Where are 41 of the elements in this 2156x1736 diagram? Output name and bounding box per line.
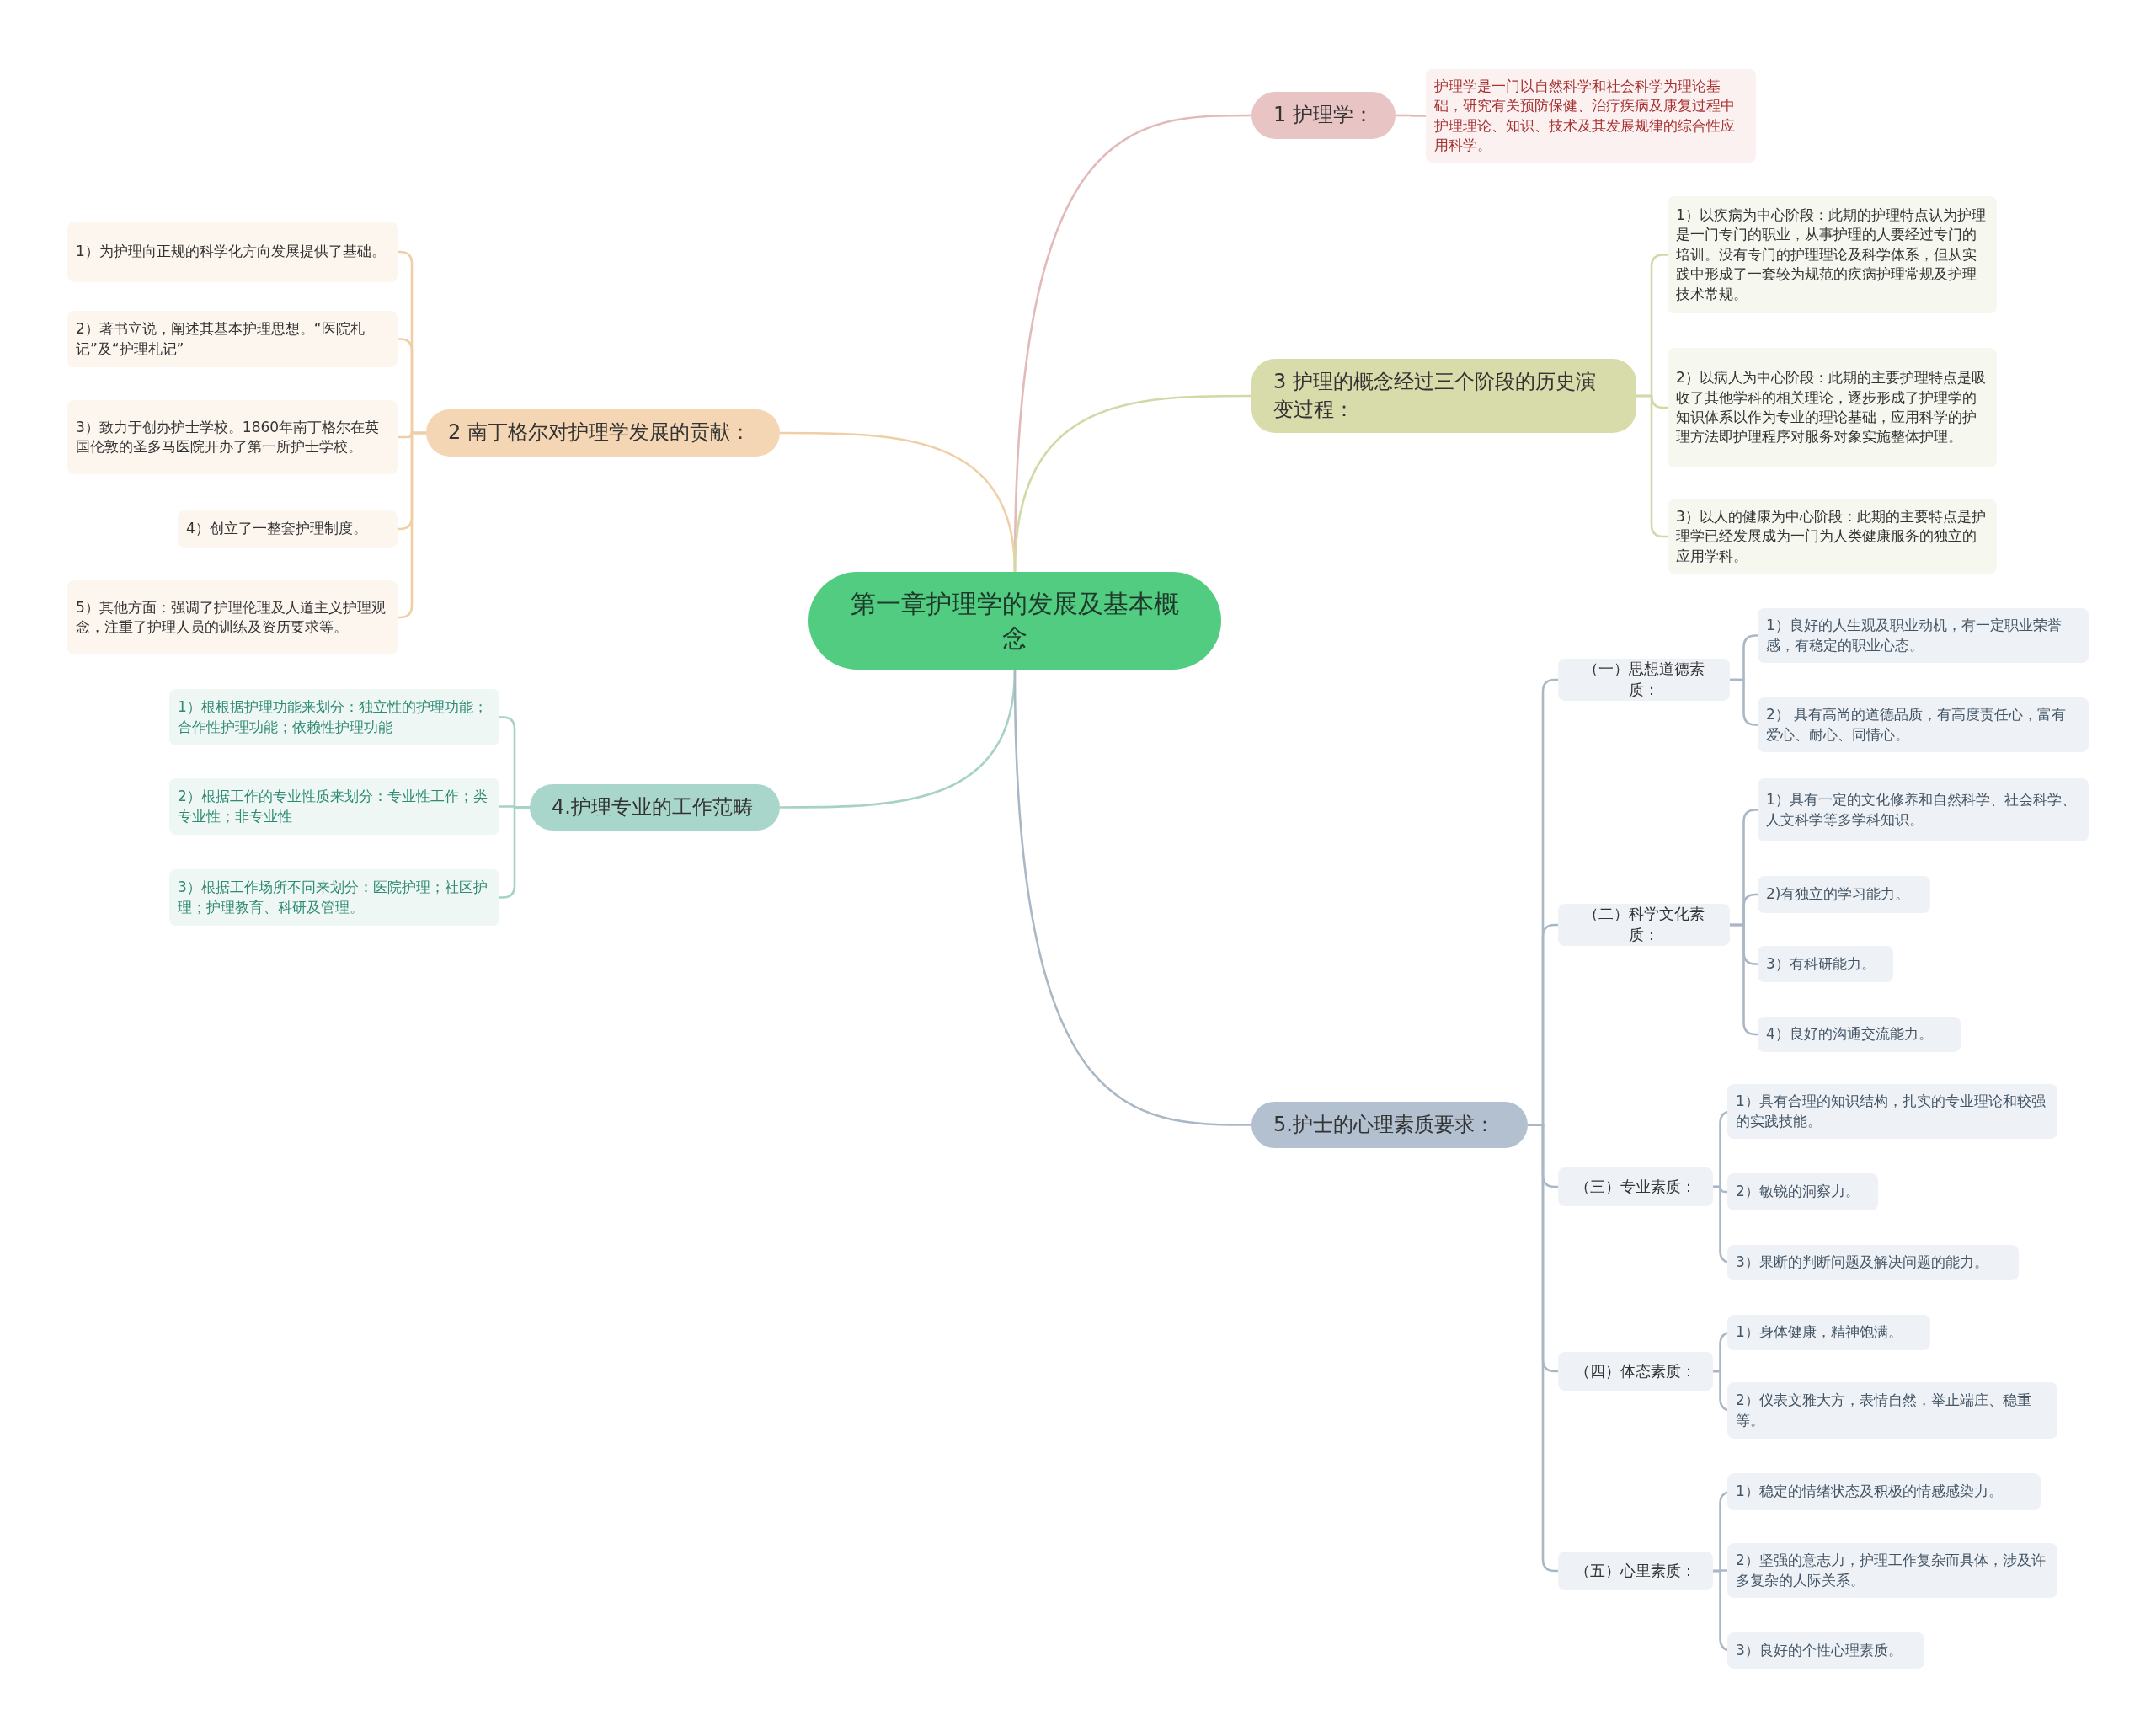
detail-box: 2）坚强的意志力，护理工作复杂而具体，涉及许多复杂的人际关系。	[1727, 1543, 2057, 1598]
topic-pill: 3 护理的概念经过三个阶段的历史演变过程：	[1251, 359, 1636, 433]
detail-box: 5）其他方面：强调了护理伦理及人道主义护理观念，注重了护理人员的训练及资历要求等。	[67, 580, 398, 654]
detail-box: 3）果断的判断问题及解决问题的能力。	[1727, 1245, 2019, 1280]
detail-box: 2）根据工作的专业性质来划分：专业性工作；类专业性；非专业性	[169, 778, 499, 835]
detail-box: 1）以疾病为中心阶段：此期的护理特点认为护理是一门专门的职业，从事护理的人要经过专门的培训。没有专门的护理理论及科学体系，但从实践中形成了一套较为规范的疾病护理常规及护理技术常规。	[1668, 196, 1997, 313]
subtopic-box: （二）科学文化素质：	[1558, 904, 1730, 946]
subtopic-box: （一）思想道德素质：	[1558, 659, 1730, 701]
detail-box: 1）具有一定的文化修养和自然科学、社会科学、人文科学等多学科知识。	[1758, 778, 2089, 841]
detail-box: 1）为护理向正规的科学化方向发展提供了基础。	[67, 222, 398, 282]
detail-box: 1）根根据护理功能来划分：独立性的护理功能；合作性护理功能；依赖性护理功能	[169, 689, 499, 745]
detail-box: 1）良好的人生观及职业动机，有一定职业荣誉感，有稳定的职业心态。	[1758, 608, 2089, 663]
subtopic-box: （五）心里素质：	[1558, 1552, 1713, 1590]
topic-pill: 4.护理专业的工作范畴	[530, 784, 780, 831]
connector-line	[1013, 394, 1251, 573]
detail-box: 4）创立了一整套护理制度。	[178, 510, 398, 548]
detail-box: 1）稳定的情绪状态及积极的情感感染力。	[1727, 1473, 2041, 1510]
detail-box: 2）敏锐的洞察力。	[1727, 1173, 1878, 1210]
subtopic-box: （四）体态素质：	[1558, 1352, 1713, 1391]
connector-line	[398, 431, 426, 619]
detail-box: 2)有独立的学习能力。	[1758, 876, 1930, 913]
detail-box: 2）以病人为中心阶段：此期的主要护理特点是吸收了其他学科的相关理论，逐步形成了护理学的知识体系以作为专业的理论基础，应用科学的护理方法即护理程序对服务对象实施整体护理。	[1668, 348, 1997, 467]
detail-box: 3）良好的个性心理素质。	[1727, 1632, 1924, 1669]
detail-box: 3）以人的健康为中心阶段：此期的主要特点是护理学已经发展成为一门为人类健康服务的独立的应用学科。	[1668, 499, 1997, 574]
topic-pill: 5.护士的心理素质要求：	[1251, 1102, 1528, 1148]
connector-line	[1013, 669, 1251, 1126]
detail-box: 2） 具有高尚的道德品质，有高度责任心，富有爱心、耐心、同情心。	[1758, 697, 2089, 752]
connector-line	[1396, 114, 1426, 117]
topic-pill: 1 护理学：	[1251, 92, 1396, 139]
detail-box: 3）致力于创办护士学校。1860年南丁格尔在英国伦敦的圣多马医院开办了第一所护士学校。	[67, 400, 398, 474]
detail-box: 护理学是一门以自然科学和社会科学为理论基础，研究有关预防保健、治疗疾病及康复过程中护理理论、知识、技术及其发展规律的综合性应用科学。	[1426, 69, 1756, 163]
subtopic-box: （三）专业素质：	[1558, 1167, 1713, 1206]
detail-box: 1）身体健康，精神饱满。	[1727, 1315, 1930, 1350]
detail-box: 4）良好的沟通交流能力。	[1758, 1017, 1961, 1052]
detail-box: 1）具有合理的知识结构，扎实的专业理论和较强的实践技能。	[1727, 1084, 2057, 1139]
detail-box: 2）著书立说，阐述其基本护理思想。“医院札记”及“护理札记”	[67, 311, 398, 367]
detail-box: 3）有科研能力。	[1758, 946, 1893, 982]
detail-box: 3）根据工作场所不同来划分：医院护理；社区护理；护理教育、科研及管理。	[169, 869, 499, 926]
detail-box: 2）仪表文雅大方，表情自然，举止端庄、稳重等。	[1727, 1382, 2057, 1439]
topic-pill: 2 南丁格尔对护理学发展的贡献：	[426, 409, 780, 457]
central-topic: 第一章护理学的发展及基本概念	[808, 572, 1221, 670]
